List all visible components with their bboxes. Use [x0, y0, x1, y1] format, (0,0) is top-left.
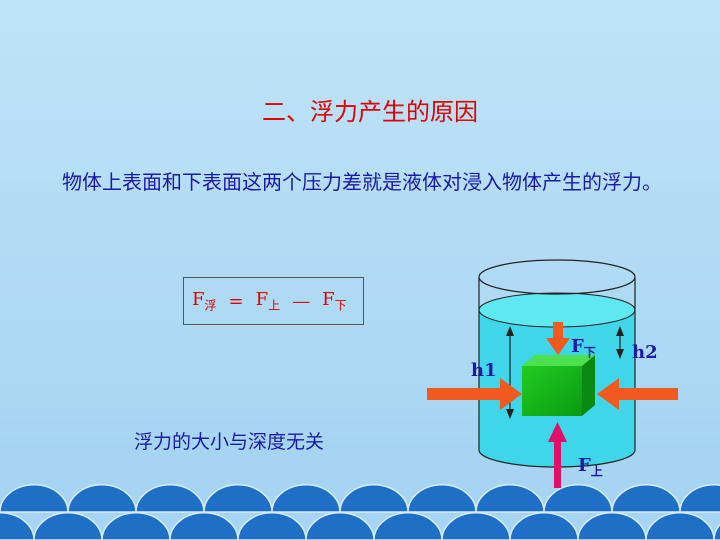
arrow-up-bottom: [548, 422, 567, 488]
wave-hump: [645, 512, 715, 540]
h2-dimension-line: [616, 326, 624, 359]
formula-equals: =: [228, 290, 244, 312]
wave-hump: [203, 484, 273, 513]
wave-hump: [373, 512, 443, 540]
depth-note: 浮力的大小与深度无关: [134, 431, 325, 453]
wave-hump: [611, 484, 681, 513]
wave-hump: [169, 512, 239, 540]
arrow-left-right-side: [597, 378, 678, 410]
beaker-rim: [478, 259, 636, 295]
wave-hump: [0, 512, 35, 540]
formula-term1: F上: [255, 288, 281, 313]
wave-hump: [33, 512, 103, 540]
wave-hump: [679, 484, 720, 513]
arrow-right-left-side: [427, 378, 522, 410]
arrow-down-top: [546, 322, 570, 355]
buoyancy-formula-box: F浮 = F上 — F下: [183, 277, 364, 325]
green-cube: [522, 355, 595, 416]
h1-label: h1: [471, 360, 497, 381]
formula-lhs: F浮: [192, 288, 217, 313]
wave-hump: [713, 523, 720, 540]
wave-hump: [543, 484, 613, 513]
wave-hump: [101, 512, 171, 540]
wave-hump: [577, 512, 647, 540]
formula-minus: —: [292, 290, 311, 312]
wave-hump: [67, 484, 137, 513]
wave-hump: [305, 512, 375, 540]
wave-hump: [407, 484, 477, 513]
force-bottom-label: F上: [578, 455, 603, 479]
wave-hump: [135, 484, 205, 513]
wave-hump: [0, 484, 69, 513]
wave-hump: [509, 512, 579, 540]
wave-hump: [237, 512, 307, 540]
wave-hump: [339, 484, 409, 513]
page-title: 二、浮力产生的原因: [262, 98, 478, 126]
wave-hump: [271, 484, 341, 513]
formula-term2: F下: [322, 288, 347, 313]
explanation-paragraph: 物体上表面和下表面这两个压力差就是液体对浸入物体产生的浮力。: [62, 170, 662, 194]
wave-hump: [441, 512, 511, 540]
force-top-label: F下: [571, 336, 596, 360]
wave-hump: [475, 484, 545, 513]
h2-label: h2: [632, 342, 658, 363]
